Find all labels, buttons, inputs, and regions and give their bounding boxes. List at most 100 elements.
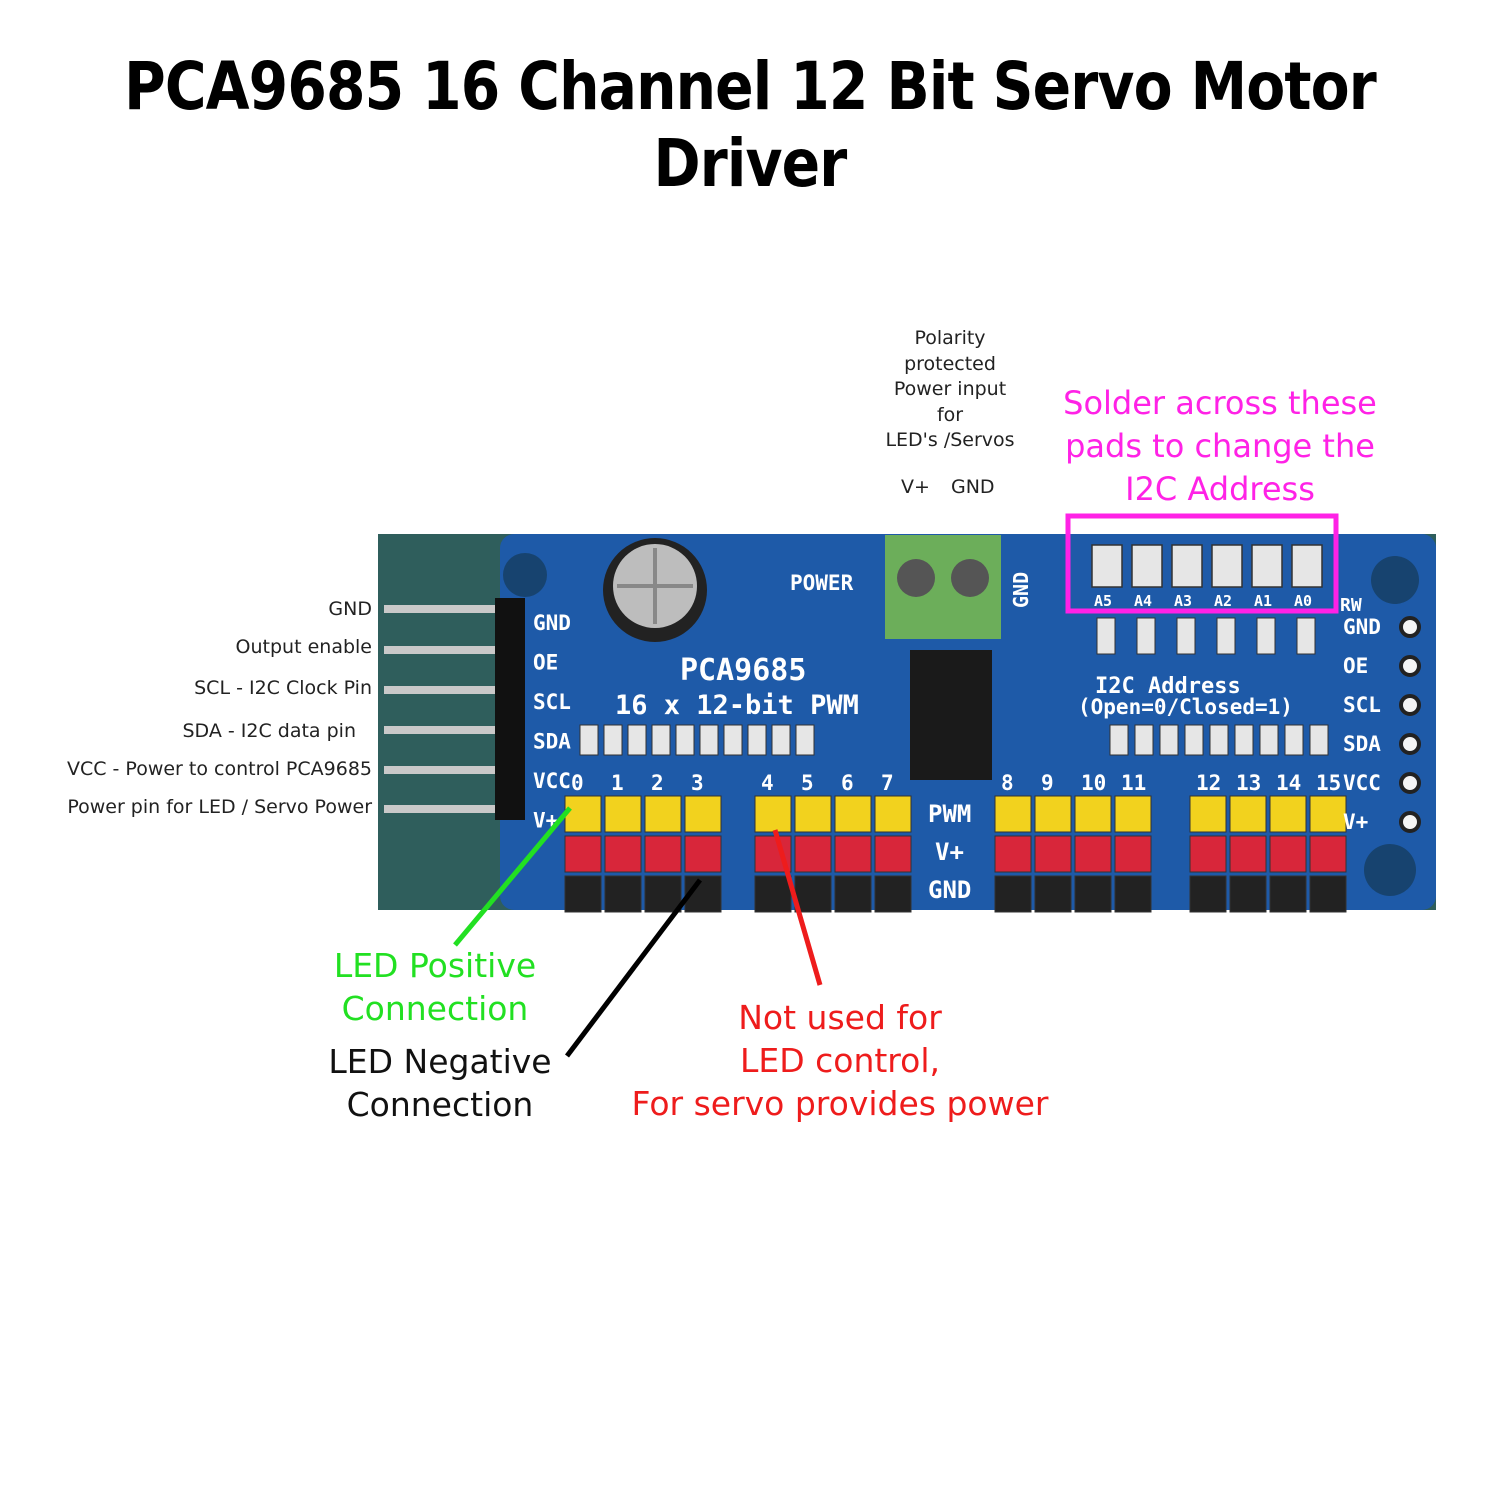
right-header-label: VCC	[1343, 771, 1381, 795]
header-pin-12-2	[1189, 875, 1227, 913]
led-positive-callout: LED Positive Connection	[310, 944, 560, 1030]
channel-number: 6	[841, 771, 854, 795]
not-used-callout: Not used for LED control, For servo prov…	[590, 996, 1090, 1125]
servo-pin-headers	[564, 795, 1347, 913]
led-negative-callout: LED Negative Connection	[310, 1040, 570, 1126]
header-pin-13-1	[1229, 835, 1267, 873]
power-note-line: Power input	[893, 378, 1007, 400]
callout-line: Connection	[346, 1085, 534, 1124]
header-pin-2-1	[644, 835, 682, 873]
address-pad-labels: A5 A4 A3 A2 A1 A0	[1094, 592, 1312, 610]
header-pin-0-0	[564, 795, 602, 833]
header-pin-12-0	[1189, 795, 1227, 833]
header-pin-10-0	[1074, 795, 1112, 833]
terminal-gnd-label: GND	[1009, 572, 1033, 608]
pin-label-v-plus: Power pin for LED / Servo Power	[67, 796, 372, 818]
channel-number: 5	[801, 771, 814, 795]
channel-number: 4	[761, 771, 774, 795]
header-pin-4-2	[754, 875, 792, 913]
address-pad-label: A1	[1254, 592, 1272, 610]
pin-row-label: V+	[935, 838, 964, 866]
channel-number: 10	[1081, 771, 1106, 795]
address-pad-label: A0	[1294, 592, 1312, 610]
header-pin-8-1	[994, 835, 1032, 873]
header-pin-13-2	[1229, 875, 1267, 913]
address-pad-label: A5	[1094, 592, 1112, 610]
callout-line: Connection	[341, 989, 529, 1028]
header-pin-2-2	[644, 875, 682, 913]
channel-number: 13	[1236, 771, 1261, 795]
address-caption-1: I2C Address	[1095, 674, 1241, 699]
header-pin-7-2	[874, 875, 912, 913]
pca9685-chip	[910, 650, 992, 780]
callout-line: LED Negative	[328, 1042, 552, 1081]
header-pin-4-0	[754, 795, 792, 833]
solder-pads-note: Solder across these pads to change the I…	[1040, 382, 1400, 511]
header-pin-12-1	[1189, 835, 1227, 873]
header-pin-11-0	[1114, 795, 1152, 833]
channel-number: 1	[611, 771, 624, 795]
address-pad-label: A4	[1134, 592, 1152, 610]
mounting-hole	[503, 553, 547, 597]
header-pin-3-0	[684, 795, 722, 833]
chip-name-text: PCA9685	[680, 653, 806, 688]
header-pin-10-2	[1074, 875, 1112, 913]
address-caption-2: (Open=0/Closed=1)	[1078, 695, 1293, 719]
power-note-line: for	[936, 403, 964, 426]
header-pin-13-0	[1229, 795, 1267, 833]
smd-resistors	[579, 617, 1329, 756]
chip-subtitle-text: 16 x 12-bit PWM	[615, 690, 859, 721]
channel-number: 11	[1121, 771, 1146, 795]
pin-row-labels: PWM V+ GND	[928, 800, 971, 904]
right-header-label: SDA	[1343, 732, 1381, 756]
power-terminal-vplus-label: V+	[901, 476, 930, 498]
callout-line: For servo provides power	[631, 1084, 1049, 1123]
header-pin-6-1	[834, 835, 872, 873]
callout-line: LED control,	[739, 1041, 940, 1080]
pin-row-label: GND	[928, 876, 971, 904]
power-terminal-gnd-label: GND	[951, 476, 995, 498]
channel-number: 9	[1041, 771, 1054, 795]
callout-line: LED Positive	[333, 946, 537, 985]
address-pad-label: A2	[1214, 592, 1232, 610]
rw-label: RW	[1340, 595, 1362, 616]
channel-number: 2	[651, 771, 664, 795]
channel-number: 7	[881, 771, 894, 795]
right-header-holes	[1399, 616, 1421, 833]
header-pin-7-1	[874, 835, 912, 873]
header-pin-1-1	[604, 835, 642, 873]
right-header-label: SCL	[1343, 693, 1381, 717]
header-pin-11-1	[1114, 835, 1152, 873]
solder-note-line: I2C Address	[1125, 470, 1315, 508]
header-pin-1-2	[604, 875, 642, 913]
left-header-label: GND	[533, 611, 571, 635]
pin-label-output-enable: Output enable	[235, 636, 372, 658]
solder-note-line: pads to change the	[1065, 427, 1375, 465]
channel-number: 8	[1001, 771, 1014, 795]
header-pin-8-0	[994, 795, 1032, 833]
header-pin-6-0	[834, 795, 872, 833]
header-pin-1-0	[604, 795, 642, 833]
channel-number: 3	[691, 771, 704, 795]
page-title: PCA9685 16 Channel 12 Bit Servo Motor Dr…	[124, 48, 1377, 202]
header-pin-5-0	[794, 795, 832, 833]
power-note-line: Polarity	[914, 327, 986, 349]
address-highlight-box	[1065, 513, 1339, 614]
channel-number: 12	[1196, 771, 1221, 795]
address-pad-label: A3	[1174, 592, 1192, 610]
callout-line: Not used for	[738, 998, 942, 1037]
pin-row-label: PWM	[928, 800, 971, 828]
not-used-pointer	[772, 829, 823, 986]
header-pin-15-1	[1309, 835, 1347, 873]
mounting-hole	[1364, 844, 1416, 896]
header-pin-5-1	[794, 835, 832, 873]
channel-number: 15	[1316, 771, 1341, 795]
header-pin-8-2	[994, 875, 1032, 913]
solder-note-line: Solder across these	[1063, 384, 1377, 422]
header-pin-14-2	[1269, 875, 1307, 913]
left-header-pins	[384, 598, 525, 820]
header-pin-7-0	[874, 795, 912, 833]
power-input-note: Polarity protected Power input for LED's…	[860, 326, 1040, 454]
left-header-label: SDA	[533, 730, 571, 754]
